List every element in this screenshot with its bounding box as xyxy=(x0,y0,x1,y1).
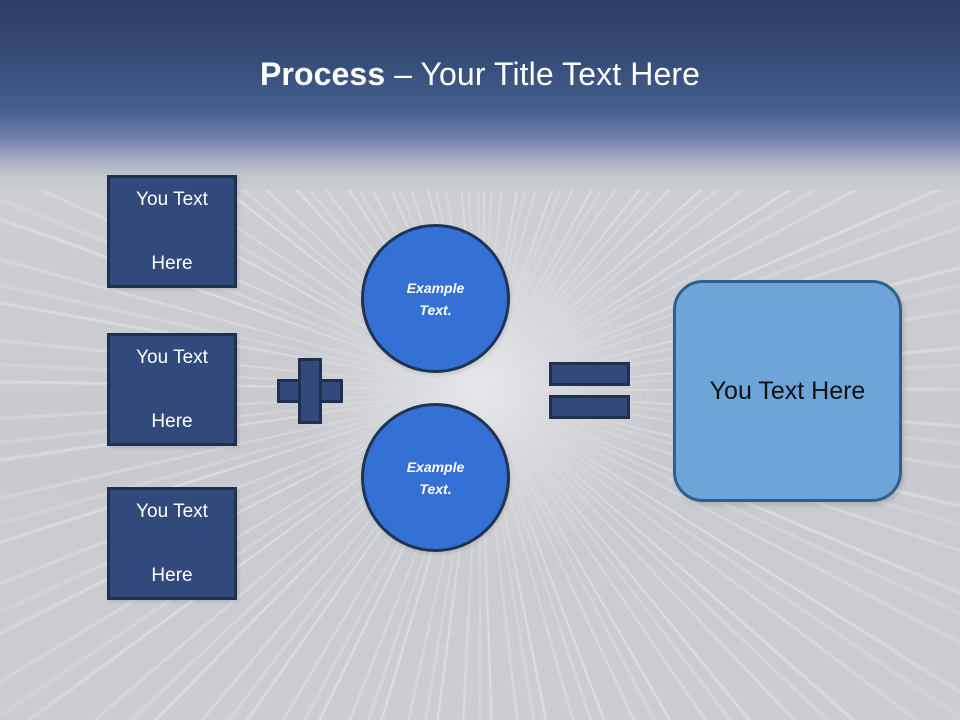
example-circle-2-line1: Example xyxy=(406,458,465,475)
input-box-1[interactable]: You Text Here xyxy=(107,175,237,288)
example-circle-1-line1: Example xyxy=(406,279,465,296)
page-title: Process – Your Title Text Here xyxy=(0,52,960,96)
equals-icon-bottom-bar xyxy=(549,395,630,419)
input-box-3[interactable]: You Text Here xyxy=(107,487,237,600)
input-box-3-line2: Here xyxy=(151,564,193,586)
page-title-rest: – Your Title Text Here xyxy=(385,56,701,92)
equals-icon xyxy=(549,362,630,419)
result-box-label: You Text Here xyxy=(709,376,866,405)
input-box-1-line1: You Text xyxy=(136,188,208,210)
example-circle-2[interactable]: Example Text. xyxy=(361,403,510,552)
input-box-2[interactable]: You Text Here xyxy=(107,333,237,446)
input-box-1-line2: Here xyxy=(151,252,193,274)
title-banner xyxy=(0,0,960,190)
plus-icon-center xyxy=(301,382,319,400)
plus-icon xyxy=(277,358,343,424)
input-box-2-line2: Here xyxy=(151,410,193,432)
example-circle-1-line2: Text. xyxy=(419,301,452,318)
input-box-3-line1: You Text xyxy=(136,500,208,522)
result-box[interactable]: You Text Here xyxy=(673,280,902,502)
example-circle-2-line2: Text. xyxy=(419,480,452,497)
equals-icon-top-bar xyxy=(549,362,630,386)
page-title-bold: Process xyxy=(259,56,386,92)
example-circle-1[interactable]: Example Text. xyxy=(361,224,510,373)
input-box-2-line1: You Text xyxy=(136,346,208,368)
